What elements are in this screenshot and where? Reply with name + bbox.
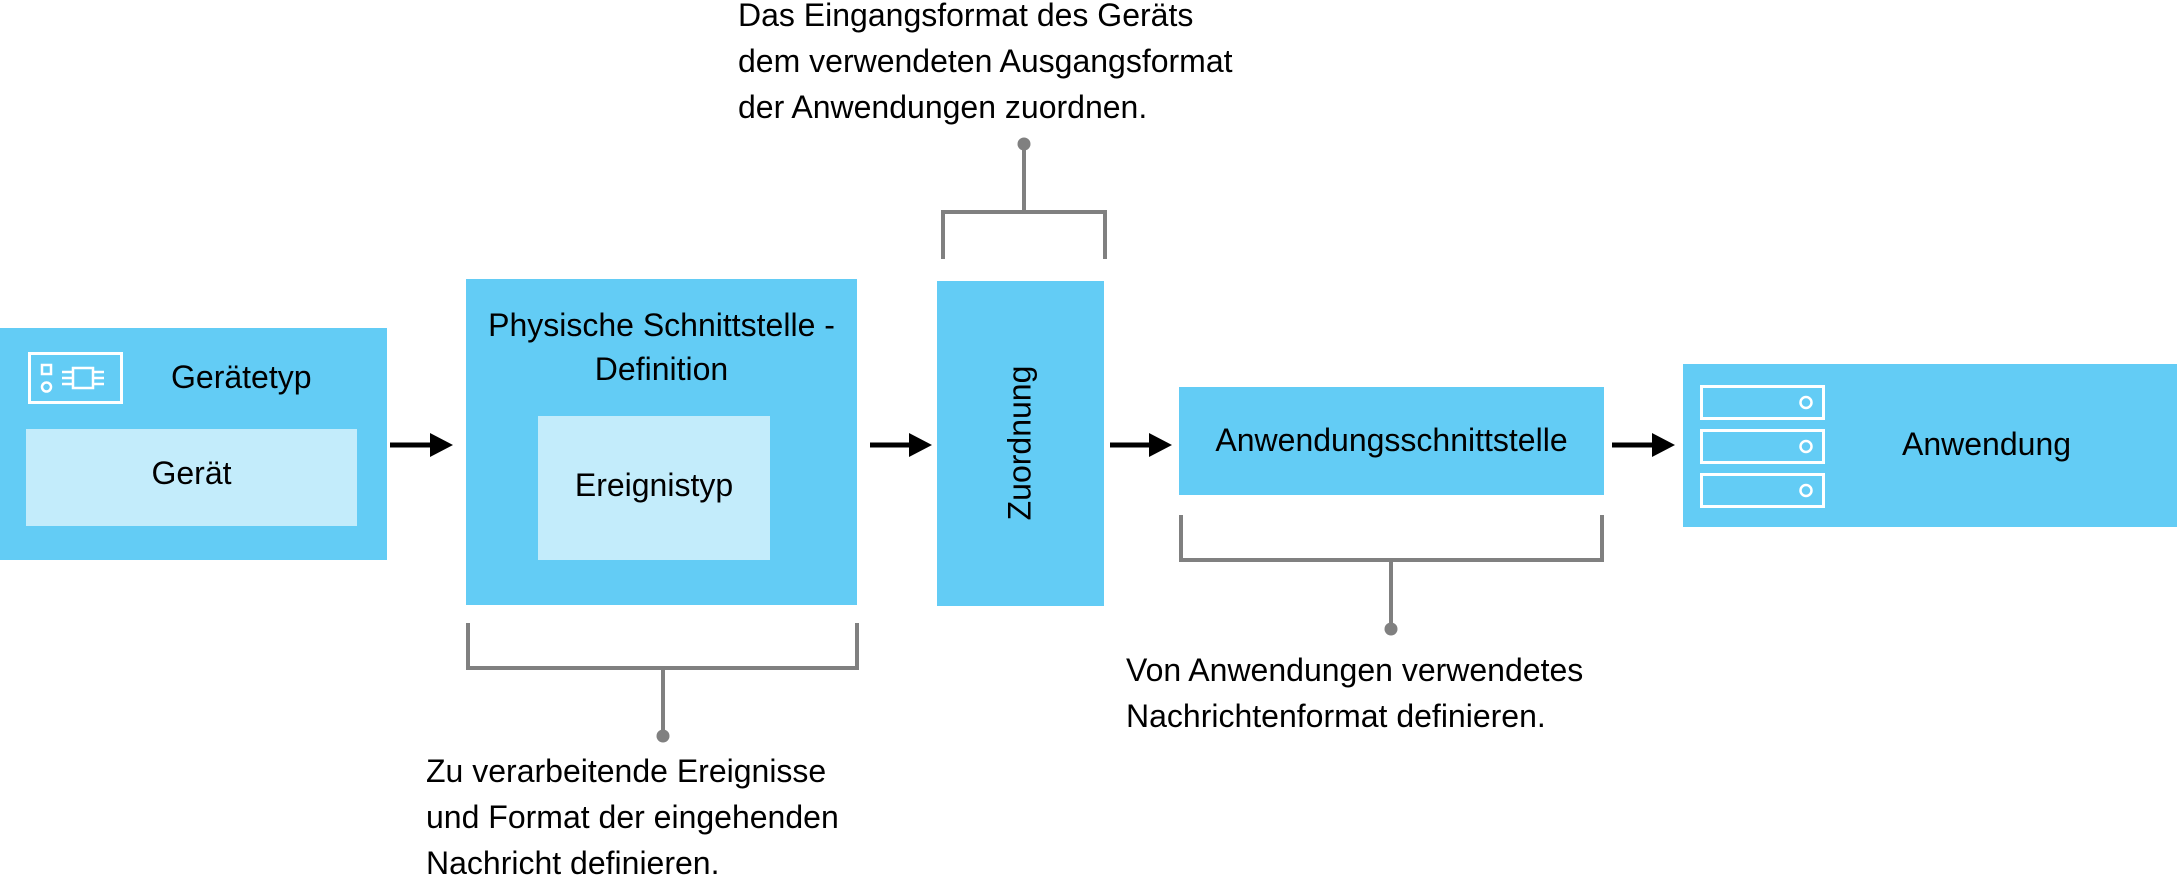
anwendung-label: Anwendung bbox=[1902, 426, 2072, 462]
arrow-schnittstelle-to-zuordnung bbox=[870, 433, 932, 457]
geraet-label: Gerät bbox=[151, 455, 232, 491]
node-ereignistyp: Ereignistyp bbox=[538, 416, 770, 560]
node-zuordnung: Zuordnung bbox=[937, 281, 1104, 606]
arrow-zuordnung-to-anwendungsschnittstelle bbox=[1110, 433, 1172, 457]
ereignistyp-label: Ereignistyp bbox=[574, 467, 734, 503]
bracket-bottom-anwendungsschnittstelle bbox=[1179, 515, 1604, 626]
arrow-geraetetyp-to-schnittstelle bbox=[390, 433, 453, 457]
chip-device-icon bbox=[28, 352, 123, 404]
node-anwendung: Anwendung bbox=[1683, 364, 2177, 527]
arrow-anwendungsschnittstelle-to-anwendung bbox=[1612, 433, 1675, 457]
bracket-top-zuordnung bbox=[941, 146, 1107, 259]
bracket-bottom-schnittstelle bbox=[466, 623, 859, 733]
physische-schnittstelle-title-line1: Physische Schnittstelle - bbox=[488, 307, 835, 343]
bracket-bottom-left-dot bbox=[656, 729, 670, 743]
annotation-bottom-left-line: Zu verarbeitende Ereignisse bbox=[426, 753, 827, 789]
node-geraetetyp: Gerätetyp Gerät bbox=[0, 328, 387, 560]
annotation-bottom-right-line: Von Anwendungen verwendetes bbox=[1126, 652, 1584, 688]
server-rack-icon bbox=[1700, 385, 1825, 508]
anwendungsschnittstelle-label: Anwendungsschnittstelle bbox=[1215, 422, 1568, 458]
annotation-top-line: der Anwendungen zuordnen. bbox=[738, 89, 1148, 125]
node-physische-schnittstelle: Physische Schnittstelle - Definition Ere… bbox=[466, 279, 857, 605]
annotation-bottom-right-line: Nachrichtenformat definieren. bbox=[1126, 698, 1546, 734]
physische-schnittstelle-title-line2: Definition bbox=[594, 351, 729, 387]
annotation-bottom-right: Von Anwendungen verwendetes Nachrichtenf… bbox=[1126, 647, 1583, 739]
annotation-bottom-left-line: und Format der eingehenden bbox=[426, 799, 839, 835]
annotation-bottom-left: Zu verarbeitende Ereignisse und Format d… bbox=[426, 748, 839, 886]
node-anwendungsschnittstelle: Anwendungsschnittstelle bbox=[1179, 387, 1604, 495]
bracket-bottom-right-dot bbox=[1384, 622, 1398, 636]
annotation-top: Das Eingangsformat des Geräts dem verwen… bbox=[738, 0, 1233, 130]
geraetetyp-title: Gerätetyp bbox=[171, 359, 312, 395]
bracket-top-dot bbox=[1017, 137, 1031, 151]
annotation-bottom-left-line: Nachricht definieren. bbox=[426, 845, 720, 881]
node-geraet: Gerät bbox=[26, 429, 357, 526]
annotation-top-line: Das Eingangsformat des Geräts bbox=[738, 0, 1194, 33]
annotation-top-line: dem verwendeten Ausgangsformat bbox=[738, 43, 1233, 79]
